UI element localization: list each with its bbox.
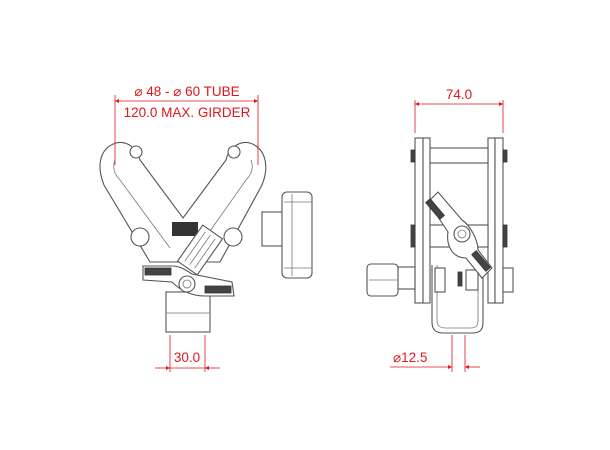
stem-width-label: 30.0 <box>174 350 200 365</box>
stem <box>165 291 211 333</box>
side-dimensions: 74.0 ⌀12.5 <box>390 87 504 372</box>
pin <box>223 227 243 247</box>
pin <box>227 145 241 159</box>
pin-diameter-label: ⌀12.5 <box>393 350 427 365</box>
hand-knob <box>261 191 313 279</box>
pin <box>129 145 143 159</box>
thread <box>172 222 198 236</box>
girder-dimension-label: 120.0 MAX. GIRDER <box>124 105 251 120</box>
tube-dimension-label: ⌀ 48 - ⌀ 60 TUBE <box>134 84 239 99</box>
front-view <box>99 141 313 333</box>
id-plate <box>176 224 224 276</box>
top-bar <box>429 147 489 164</box>
clamp-jaws <box>99 141 267 263</box>
pin <box>130 227 150 247</box>
overall-width-label: 74.0 <box>446 87 472 102</box>
side-view <box>366 137 514 334</box>
front-dimensions: ⌀ 48 - ⌀ 60 TUBE 120.0 MAX. GIRDER 30.0 <box>114 84 259 372</box>
